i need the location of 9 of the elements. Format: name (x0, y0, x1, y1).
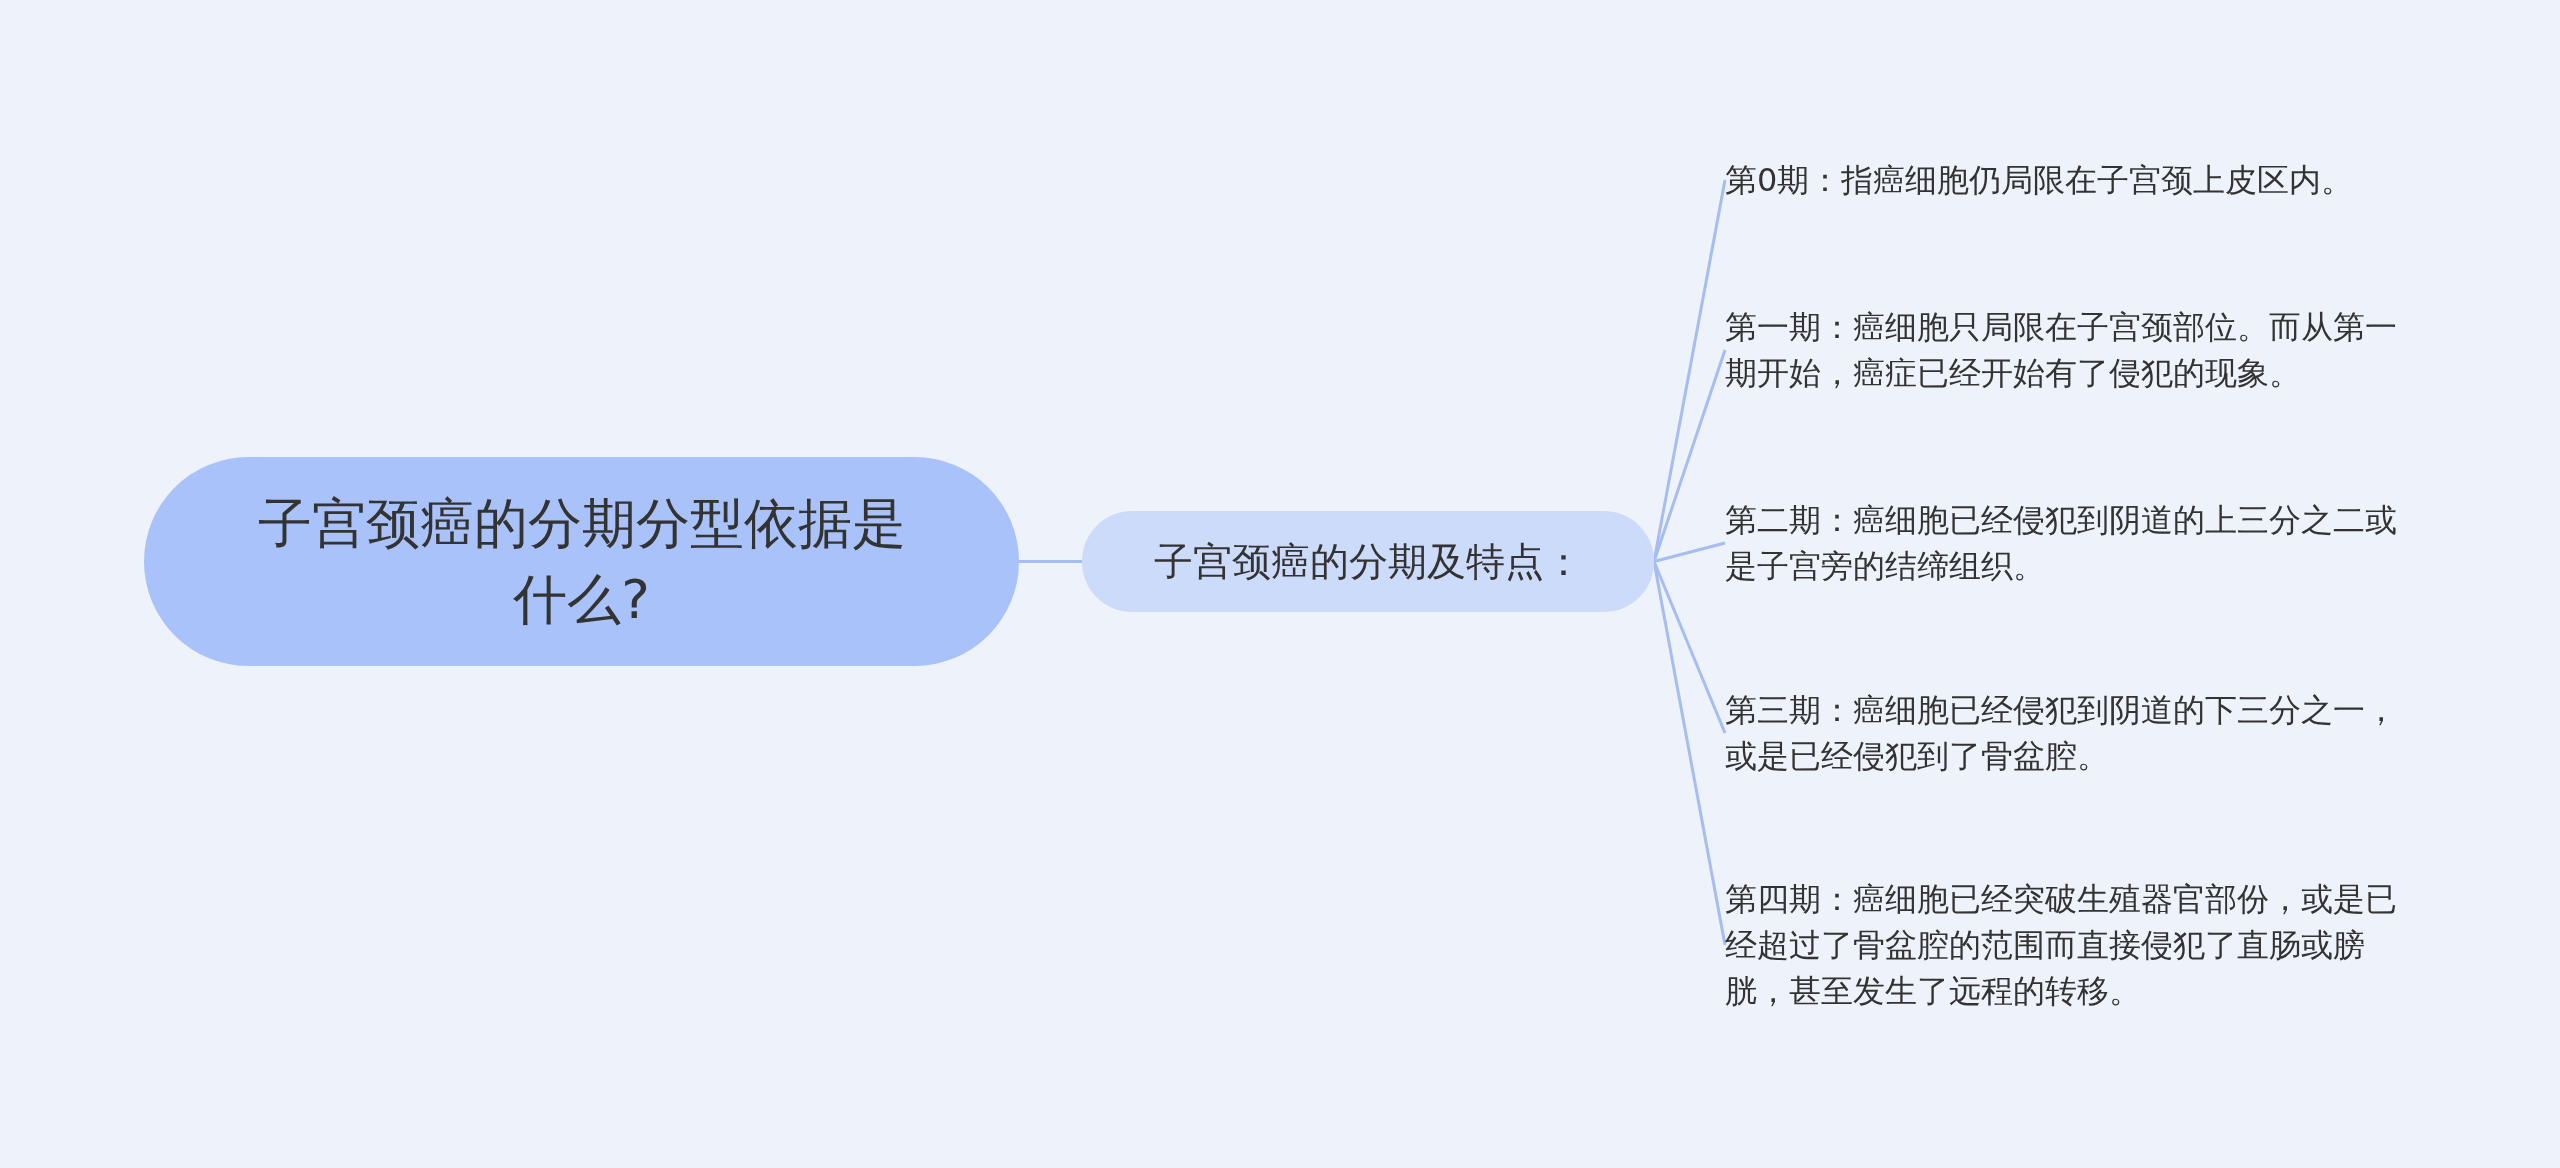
branch-text: 第二期：癌细胞已经侵犯到阴道的上三分之二或是子宫旁的结缔组织。 (1725, 493, 2415, 593)
branch-text: 第四期：癌细胞已经突破生殖器官部份，或是已经超过了骨盆腔的范围而直接侵犯了直肠或膀胱，甚至发生了远程的转移。 (1725, 872, 2415, 1018)
branch-text: 第三期：癌细胞已经侵犯到阴道的下三分之一，或是已经侵犯到了骨盆腔。 (1725, 683, 2415, 783)
connector-line (1019, 560, 1082, 563)
subtopic-bubble: 子宫颈癌的分期及特点： (1082, 511, 1654, 612)
branch-text: 第0期：指癌细胞仍局限在子宫颈上皮区内。 (1725, 153, 2415, 207)
branch-text: 第一期：癌细胞只局限在子宫颈部位。而从第一期开始，癌症已经开始有了侵犯的现象。 (1725, 300, 2415, 400)
topic-bubble: 子宫颈癌的分期分型依据是什么? (144, 457, 1019, 666)
connector-line (1653, 541, 1726, 563)
